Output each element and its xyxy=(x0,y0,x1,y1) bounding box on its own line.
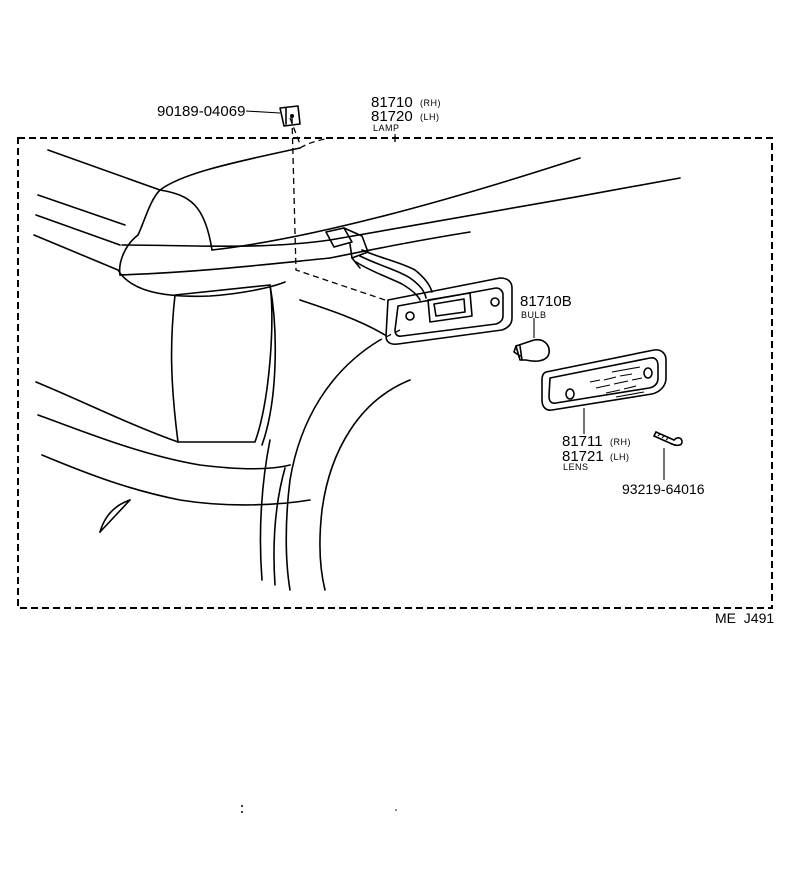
clip-part-drawing xyxy=(245,105,301,127)
lamp-part-number-lh: 81720 xyxy=(371,108,413,125)
lens-suffix-lh: (LH) xyxy=(610,452,630,462)
bulb-drawing xyxy=(513,318,550,362)
bulb-part-name: BULB xyxy=(521,310,547,320)
lens-part-name: LENS xyxy=(563,462,589,472)
lens-part-number-lh: 81721 xyxy=(562,448,604,465)
screw-part-number: 93219-64016 xyxy=(622,481,705,497)
lens-part-number-rh: 81711 xyxy=(562,433,603,450)
lens-drawing xyxy=(541,349,667,434)
bulb-part-number: 81710B xyxy=(520,293,572,310)
screw-drawing xyxy=(653,431,683,480)
lamp-part-number-rh: 81710 xyxy=(371,94,413,111)
vehicle-body-outline xyxy=(33,147,681,591)
lamp-suffix-rh: (RH) xyxy=(420,98,441,108)
lens-suffix-rh: (RH) xyxy=(610,437,631,447)
diagram-code: ME J491 xyxy=(715,610,774,626)
lamp-suffix-lh: (LH) xyxy=(420,112,440,122)
scan-marks xyxy=(241,805,397,813)
diagram-frame xyxy=(17,137,773,609)
lamp-housing-drawing xyxy=(325,134,513,345)
lamp-part-name: LAMP xyxy=(373,123,400,133)
clip-part-number: 90189-04069 xyxy=(157,103,245,120)
